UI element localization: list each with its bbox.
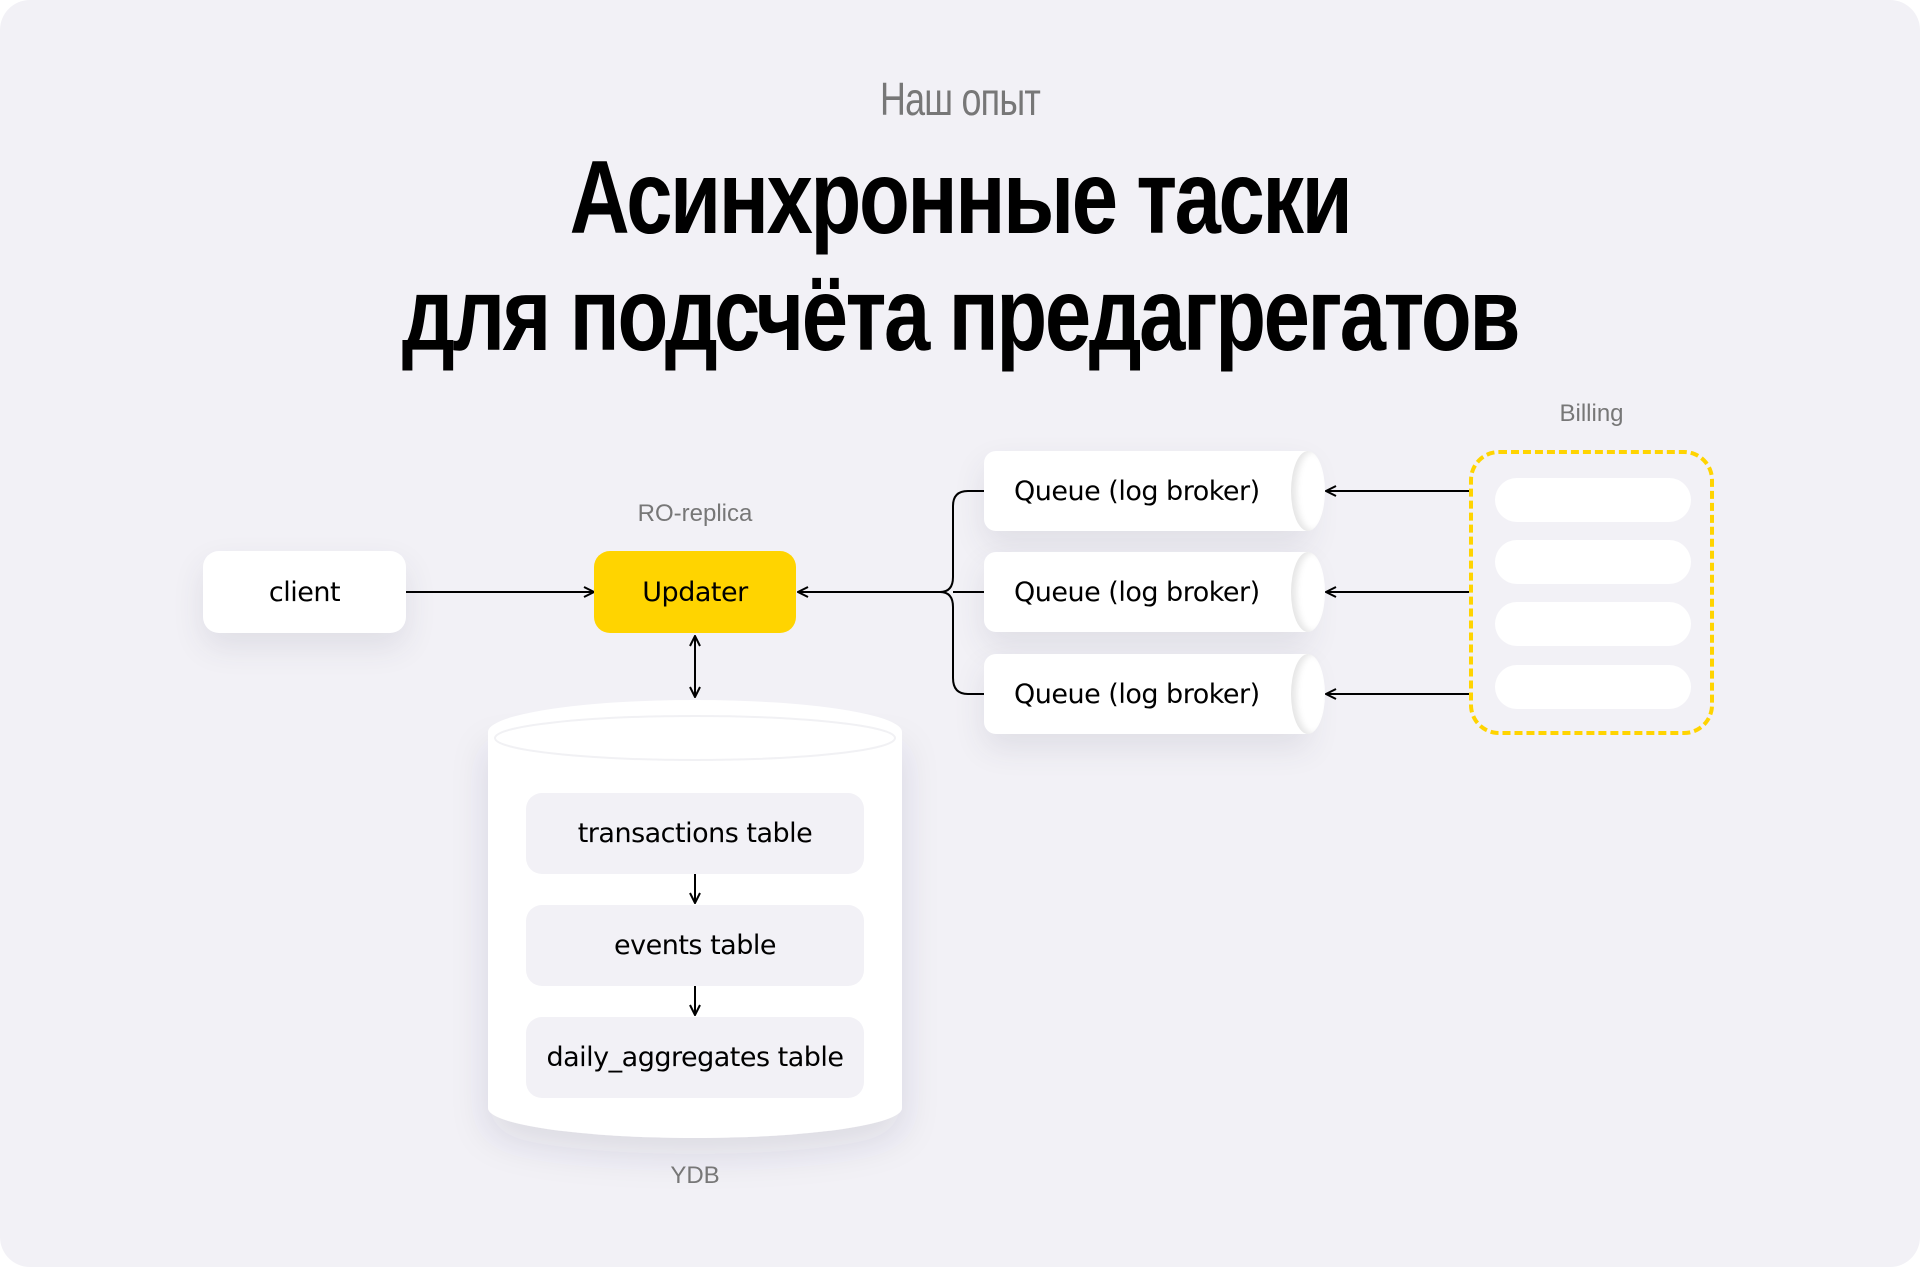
updater-node: Updater: [594, 551, 796, 633]
queue-label-1: Queue (log broker): [1014, 475, 1260, 507]
billing-caption: Billing: [1559, 400, 1624, 427]
table-daily-aggregates-label: daily_aggregates table: [546, 1042, 844, 1073]
queue-end-cap: [1291, 654, 1325, 734]
updater-caption: RO-replica: [637, 500, 753, 527]
title-line-2: для подсчёта предагрегатов: [401, 257, 1521, 373]
table-transactions: transactions table: [526, 793, 864, 874]
queue-node-2: Queue (log broker): [984, 552, 1325, 632]
billing-group: [1469, 450, 1714, 735]
billing-item: [1495, 478, 1691, 522]
title-line-1: Асинхронные таски: [569, 140, 1353, 256]
ydb-caption: YDB: [670, 1162, 720, 1189]
queue-end-cap: [1291, 451, 1325, 531]
billing-item: [1495, 540, 1691, 584]
table-daily-aggregates: daily_aggregates table: [526, 1017, 864, 1098]
slide-title: Асинхронные таски для подсчёта предагрег…: [192, 140, 1728, 374]
ydb-top: [488, 700, 902, 764]
queue-label-2: Queue (log broker): [1014, 576, 1260, 608]
billing-item: [1495, 602, 1691, 646]
queue-node-1: Queue (log broker): [984, 451, 1325, 531]
client-node: client: [203, 551, 406, 633]
queue-node-3: Queue (log broker): [984, 654, 1325, 734]
table-events: events table: [526, 905, 864, 986]
queue-label-3: Queue (log broker): [1014, 678, 1260, 710]
billing-item: [1495, 665, 1691, 709]
table-events-label: events table: [614, 930, 776, 961]
updater-label: Updater: [642, 576, 748, 608]
queue-end-cap: [1291, 552, 1325, 632]
slide-subtitle: Наш опыт: [880, 73, 1041, 125]
client-label: client: [268, 576, 341, 608]
table-transactions-label: transactions table: [577, 818, 813, 849]
